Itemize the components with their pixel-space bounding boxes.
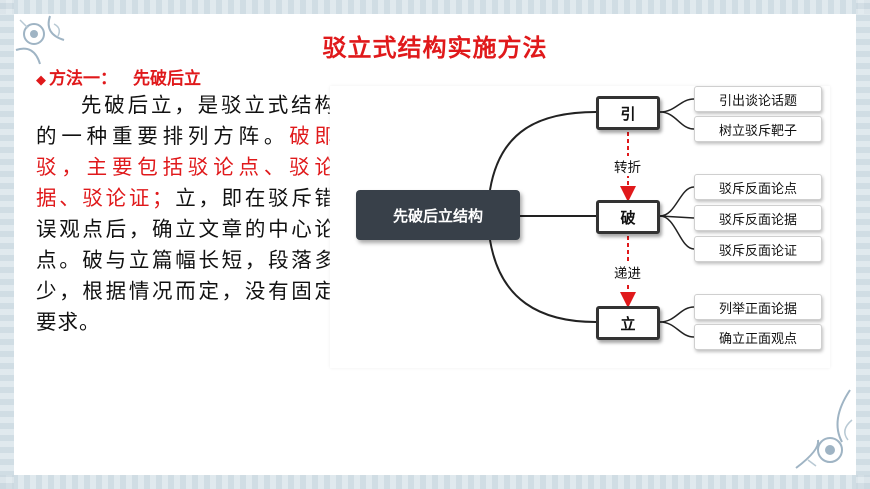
step-node-yin: 引 <box>596 96 660 130</box>
connector-leaf <box>659 215 695 219</box>
method-heading: ◆方法一： 先破后立 <box>36 64 201 89</box>
border-pattern-top <box>0 0 870 14</box>
step-node-li: 立 <box>596 306 660 340</box>
body-paragraph: 先破后立，是驳立式结构的一种重要排列方阵。破即驳，主要包括驳论点、驳论据、驳论证… <box>36 90 336 338</box>
leaf-node: 树立驳斥靶子 <box>694 116 822 142</box>
corner-ornament-icon <box>15 15 65 65</box>
connector-leaf <box>659 321 695 338</box>
corner-ornament-icon <box>795 389 853 469</box>
slide-title: 驳立式结构实施方法 <box>322 34 548 62</box>
diamond-bullet-icon: ◆ <box>36 73 46 88</box>
paragraph-rest: 立，即在驳斥错误观点后，确立文章的中心论点。破与立篇幅长短，段落多少，根据情况而… <box>36 186 337 334</box>
connector-leaf <box>659 186 695 217</box>
border-pattern-right <box>856 0 870 489</box>
connector-root-to-yin <box>489 111 597 191</box>
connector-leaf <box>659 111 695 130</box>
step-node-po: 破 <box>596 200 660 234</box>
paragraph-highlight: 破即驳，主要包括驳论点、驳论据、驳论证； <box>36 124 337 210</box>
connector-leaf <box>659 306 695 323</box>
connector-root-to-li <box>489 239 597 323</box>
root-node: 先破后立结构 <box>356 190 520 240</box>
leaf-node: 驳斥反面论证 <box>694 236 822 262</box>
border-pattern-left <box>0 0 14 489</box>
border-pattern-bottom <box>0 475 870 489</box>
method-name: 先破后立 <box>133 69 201 89</box>
transition-label-turn: 转折 <box>612 156 643 176</box>
paragraph-intro: 先破后立，是驳立式结构的一种重要排列方阵。 <box>36 93 336 148</box>
leaf-node: 驳斥反面论据 <box>694 205 822 231</box>
leaf-node: 驳斥反面论点 <box>694 174 822 200</box>
connector-leaf <box>659 98 695 113</box>
connector-leaf <box>659 215 695 250</box>
transition-label-progress: 递进 <box>612 262 643 282</box>
leaf-node: 确立正面观点 <box>694 324 822 350</box>
leaf-node: 列举正面论据 <box>694 294 822 320</box>
leaf-node: 引出谈论话题 <box>694 86 822 112</box>
method-label: 方法一： <box>49 69 117 89</box>
